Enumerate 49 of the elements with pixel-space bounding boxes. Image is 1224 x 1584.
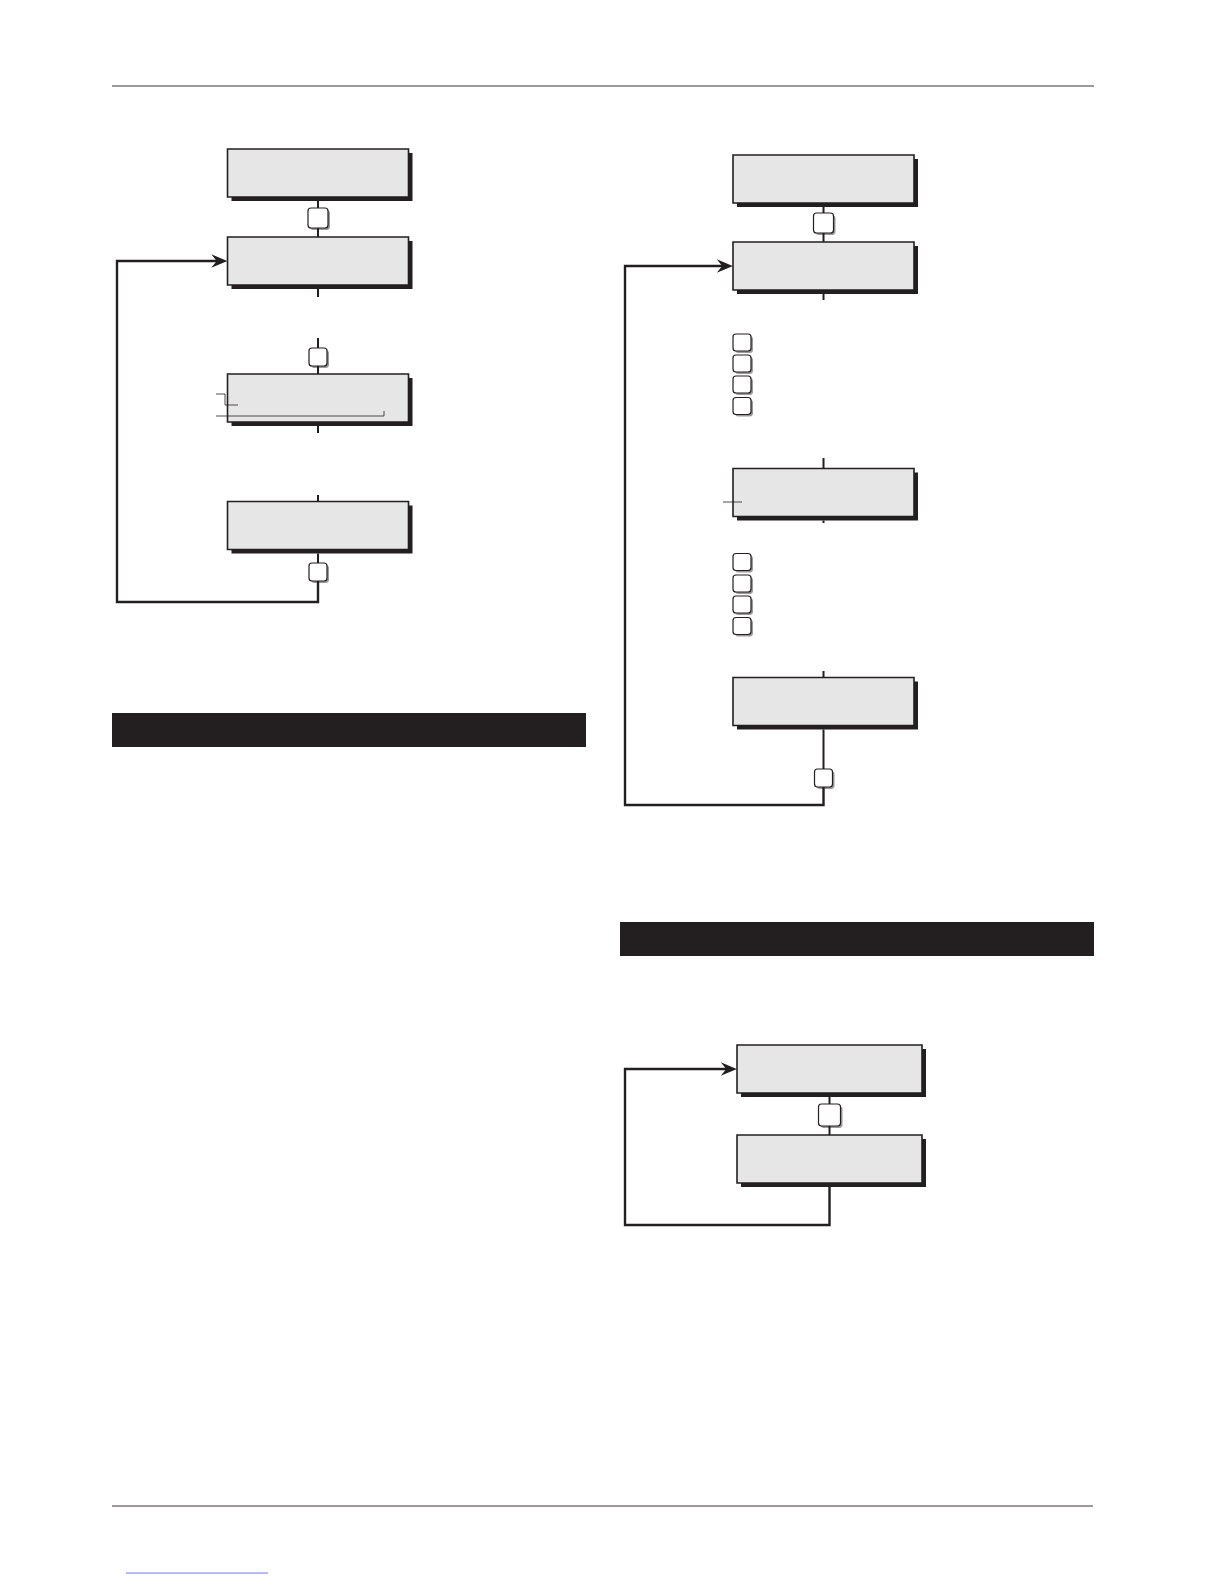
connector [317, 288, 319, 298]
connector [317, 200, 319, 209]
connector [623, 259, 825, 807]
panel-box [732, 467, 918, 521]
connector [828, 1125, 831, 1136]
panel-box [732, 154, 918, 207]
connector [822, 206, 825, 214]
connector [828, 1096, 831, 1105]
key-symbol [732, 616, 753, 637]
key-symbol [732, 375, 753, 395]
connector [317, 337, 319, 349]
connector [822, 728, 825, 770]
panel-box [226, 236, 413, 289]
key-symbol [817, 1103, 843, 1128]
key-symbol [732, 574, 753, 594]
panel-box [732, 241, 918, 294]
key-symbol [813, 768, 835, 789]
connector [317, 425, 319, 434]
leader-line [215, 410, 385, 417]
connector [822, 232, 825, 243]
key-symbol [308, 347, 329, 368]
connector [822, 519, 825, 524]
panel-box [226, 148, 413, 201]
connector [317, 494, 319, 503]
connector [317, 552, 319, 564]
connector [317, 365, 319, 375]
connector [115, 254, 320, 604]
key-symbol [732, 595, 753, 615]
key-symbol [732, 333, 753, 353]
connector [317, 227, 319, 238]
key-symbol [732, 552, 753, 573]
heading-bar [112, 713, 586, 747]
panel-box [736, 1134, 926, 1187]
connector [822, 670, 825, 679]
connector [822, 293, 825, 301]
heading-bar [620, 922, 1094, 956]
leader-line [215, 393, 239, 406]
connector [623, 1062, 831, 1227]
key-symbol [732, 354, 753, 374]
panel-box [732, 676, 918, 730]
key-symbol [307, 207, 330, 230]
panel-box [226, 500, 413, 554]
key-symbol [308, 562, 329, 583]
connector [822, 457, 825, 470]
key-symbol [812, 212, 836, 235]
leader-line [722, 501, 743, 503]
key-symbol [732, 396, 753, 417]
panel-box [736, 1044, 926, 1097]
panel-box [226, 373, 413, 426]
